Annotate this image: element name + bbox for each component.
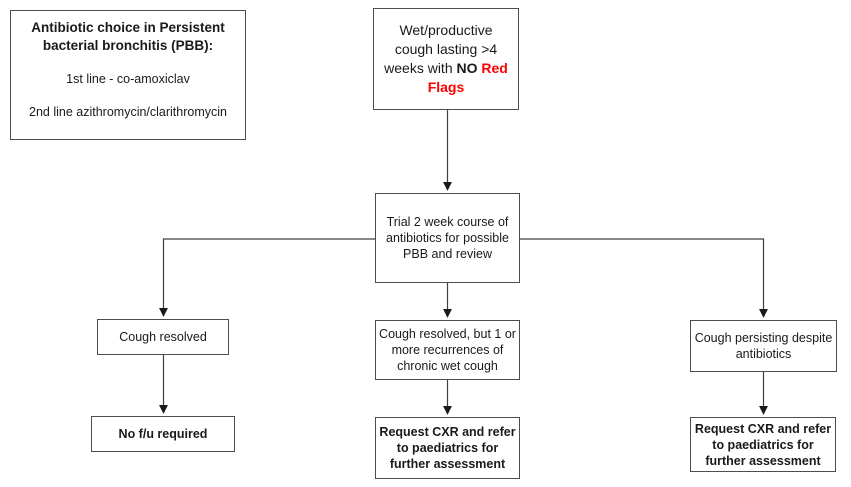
start-node-wet-cough: Wet/productive cough lasting >4 weeks wi… xyxy=(373,8,519,110)
info-box-title: Antibiotic choice in Persistent bacteria… xyxy=(31,20,225,53)
start-line-4: Flags xyxy=(427,78,465,95)
trial-line-2: antibiotics for possible xyxy=(386,231,509,245)
connector-trial-to-right xyxy=(520,238,768,318)
condition-cough-recurrence: Cough resolved, but 1 or more recurrence… xyxy=(375,320,520,380)
first-line-antibiotic: 1st line - co-amoxiclav xyxy=(66,72,190,87)
start-line-2: cough lasting >4 xyxy=(394,41,498,58)
no-emphasis: NO xyxy=(456,60,478,76)
trial-line-3: PBB and review xyxy=(403,247,492,261)
outcome-no-follow-up: No f/u required xyxy=(91,416,235,452)
trial-line-1: Trial 2 week course of xyxy=(386,215,509,229)
red-flags-text: Red xyxy=(477,60,508,76)
outcome-cxr-referral-right: Request CXR and refer to paediatrics for… xyxy=(690,417,836,472)
outcome-cxr-referral-center: Request CXR and refer to paediatrics for… xyxy=(375,417,520,479)
antibiotic-info-box: Antibiotic choice in Persistent bacteria… xyxy=(10,10,246,140)
connector-trial-to-left xyxy=(159,238,375,317)
condition-cough-persisting: Cough persisting despite antibiotics xyxy=(690,320,837,372)
start-line-1: Wet/productive xyxy=(399,22,493,39)
second-line-antibiotic: 2nd line azithromycin/clarithromycin xyxy=(29,105,227,120)
start-line-3: weeks with NO Red xyxy=(384,60,508,76)
condition-cough-resolved: Cough resolved xyxy=(97,319,229,355)
trial-antibiotics-node: Trial 2 week course of antibiotics for p… xyxy=(375,193,520,283)
